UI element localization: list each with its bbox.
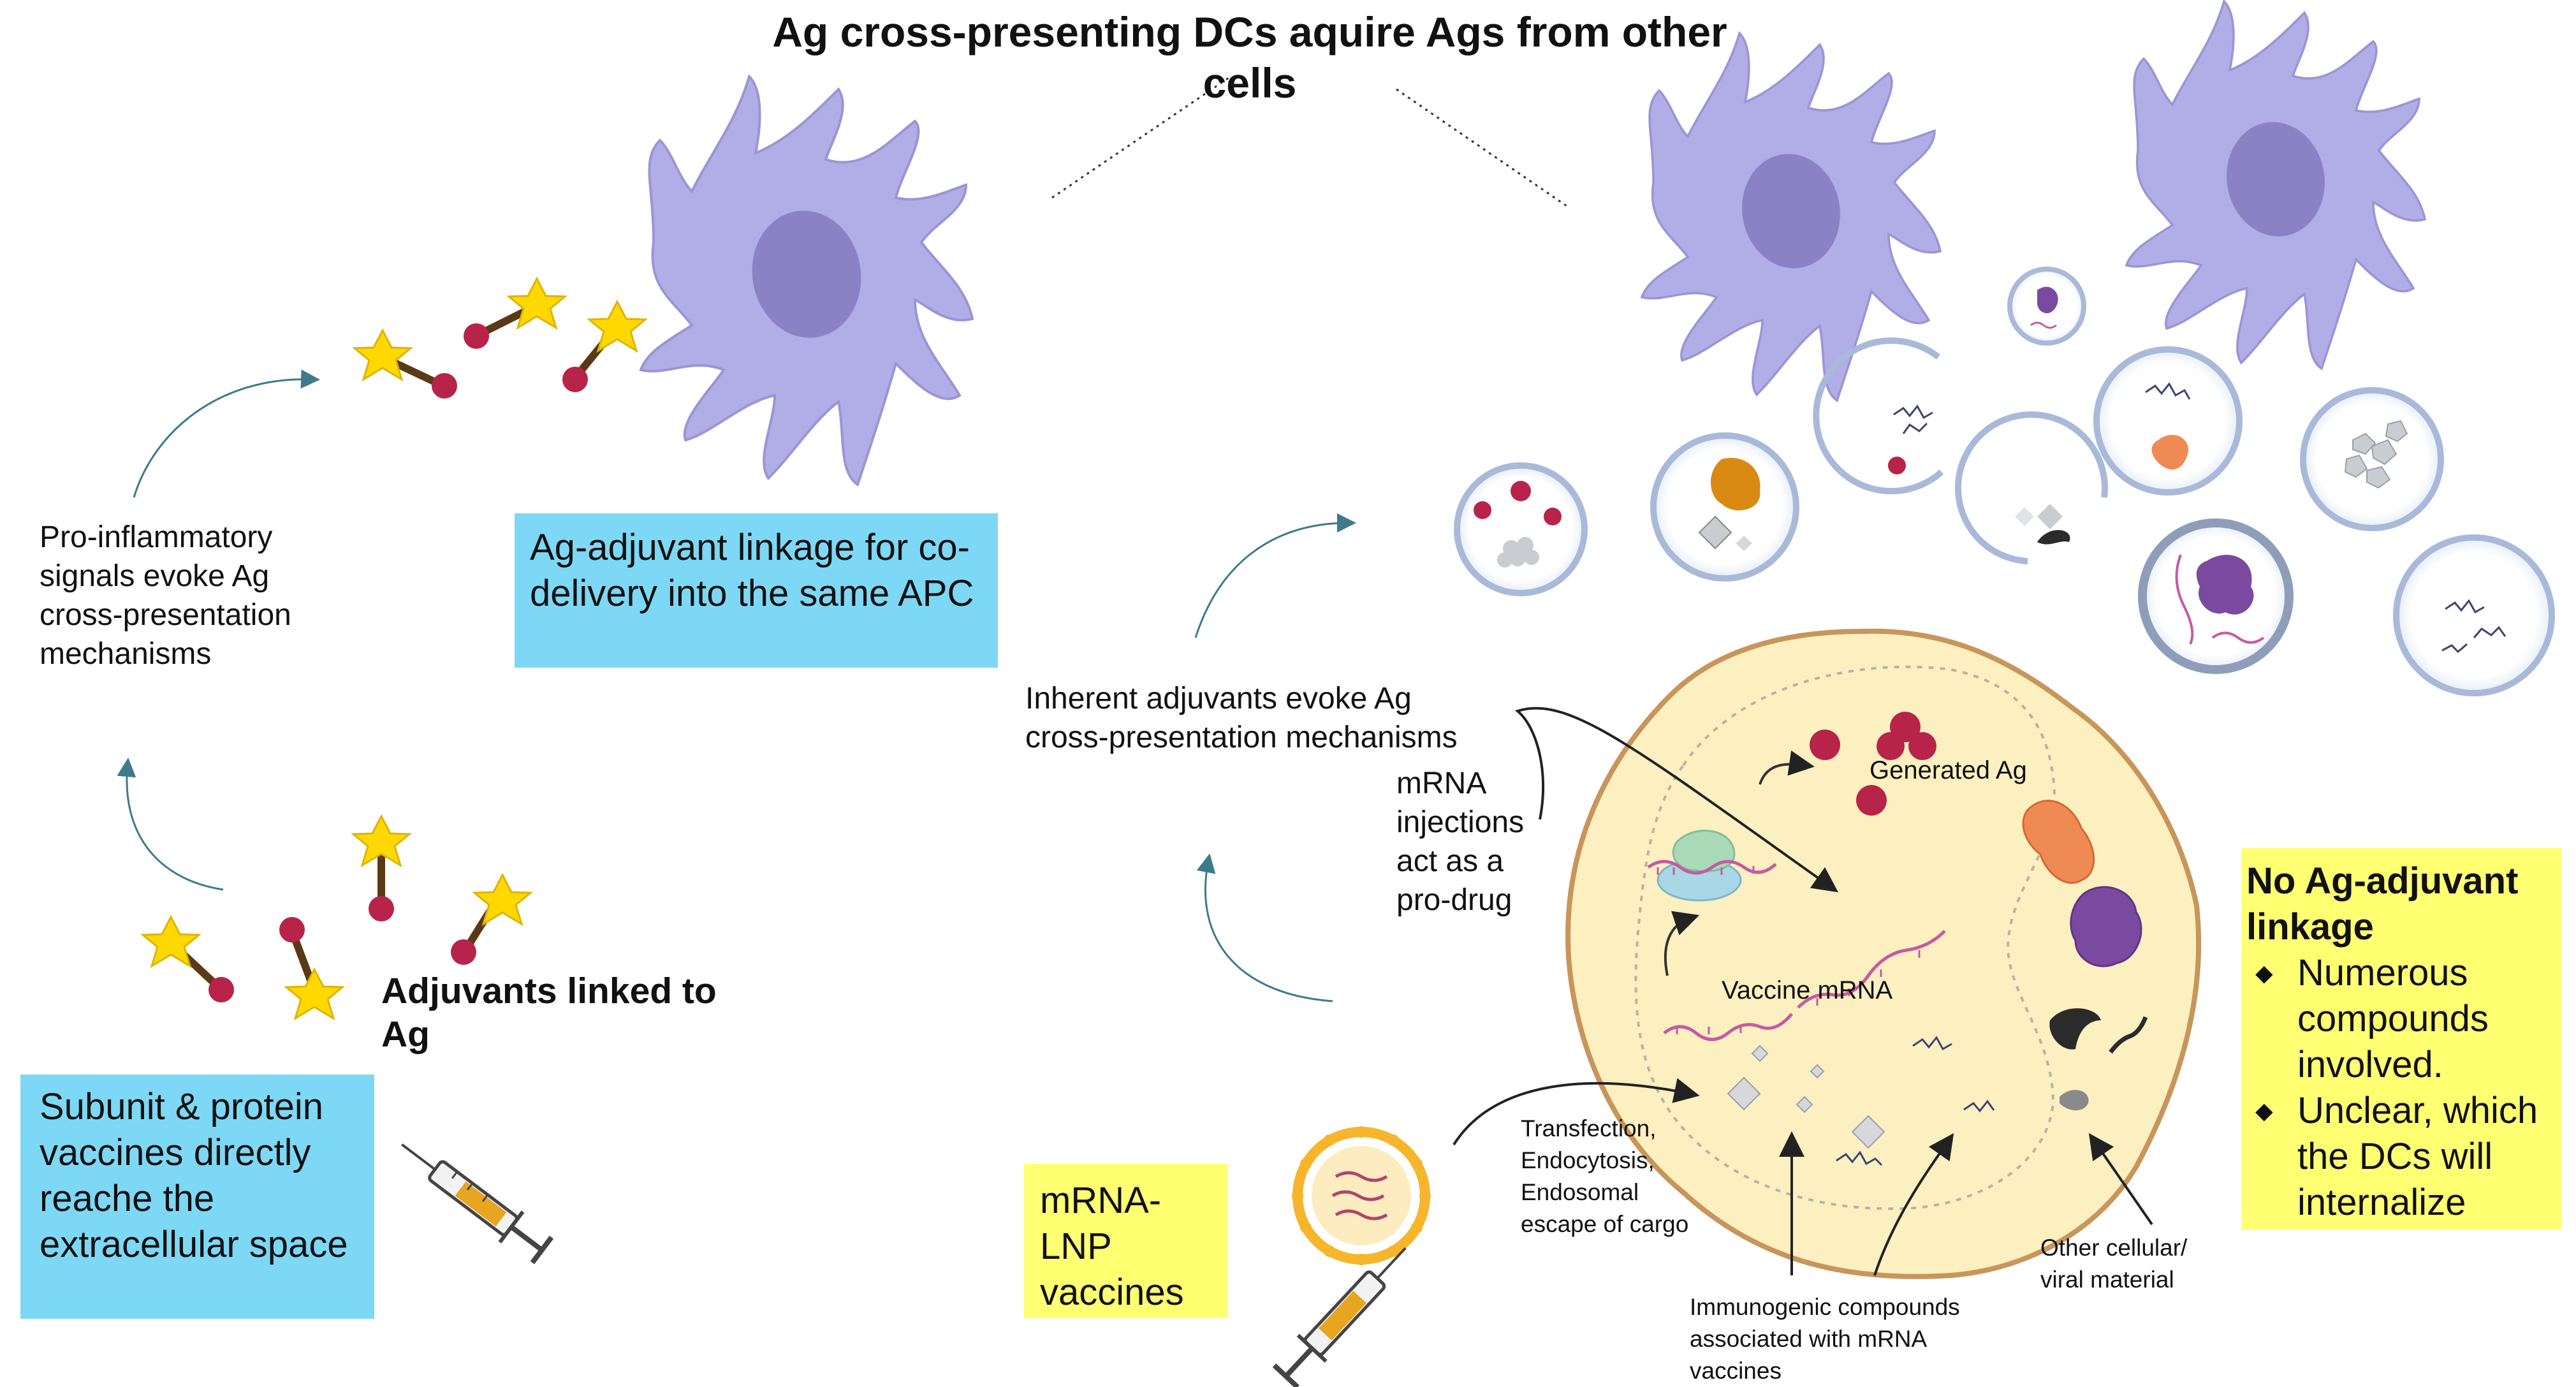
linkage-box: Ag-adjuvant linkage for co-delivery into… — [515, 513, 998, 668]
vaccine-mrna-label: Vaccine mRNA — [1722, 976, 1893, 1004]
vesicles-group — [1454, 267, 2555, 696]
subunit-vaccine-text: Subunit & protein vaccines directly reac… — [40, 1086, 348, 1265]
adjuvants-linked-label: Adjuvants linked to Ag — [381, 971, 717, 1055]
cell-contents — [1647, 712, 2148, 1166]
dendritic-cell-icon — [2125, 0, 2427, 371]
linked-adjuvants-top — [351, 276, 648, 399]
pro-inflammatory-label: Pro-inflammatory signals evoke Ag cross-… — [40, 520, 291, 671]
lnp-vaccine-box: mRNA-LNP vaccines — [1024, 1164, 1228, 1318]
title-dotted-connectors — [1051, 75, 1569, 209]
vesicle-icon — [2007, 267, 2086, 346]
diagram-title: Ag cross-presenting DCs aquire Ags from … — [772, 8, 1727, 106]
vesicle-icon — [2393, 534, 2555, 696]
no-linkage-bullet: Unclear, which the DCs will internalize — [2246, 1088, 2556, 1226]
no-linkage-heading: No Ag-adjuvant linkage — [2246, 860, 2519, 948]
syringe-icon — [401, 1143, 554, 1265]
host-cell-icon — [1565, 628, 2202, 1279]
linked-adjuvants-bottom — [140, 814, 534, 1021]
immunogenic-compounds-label: Immunogenic compounds associated with mR… — [1690, 1294, 1960, 1384]
other-material-label: Other cellular/ viral material — [2040, 1235, 2188, 1293]
vesicle-icon — [2138, 518, 2294, 674]
inherent-adjuvants-label: Inherent adjuvants evoke Ag cross-presen… — [1025, 682, 1458, 754]
annotation-arrows — [1453, 707, 2153, 1276]
protein-icon — [2022, 800, 2095, 884]
transfection-label: Transfection, Endocytosis, Endosomal esc… — [1521, 1115, 1689, 1237]
vesicle-icon — [1813, 337, 1944, 495]
lipid-nanoparticle-icon — [1292, 1126, 1431, 1265]
protein-icon — [2070, 886, 2142, 967]
syringe-icon — [1272, 1247, 1407, 1387]
generated-ag-label: Generated Ag — [1870, 756, 2027, 784]
dendritic-cell-icon — [639, 74, 974, 487]
mrna-prodrug-label: mRNA injections act as a pro-drug — [1396, 767, 1525, 917]
no-linkage-box: No Ag-adjuvant linkage Numerous compound… — [2241, 848, 2561, 1229]
vesicle-icon — [2300, 387, 2444, 531]
vesicle-icon — [1650, 432, 1799, 582]
right-flow-arrows — [1194, 513, 1356, 1002]
vesicle-icon — [1955, 411, 2108, 564]
left-flow-arrows — [117, 369, 320, 891]
linkage-box-text: Ag-adjuvant linkage for co-delivery into… — [530, 527, 974, 614]
subunit-vaccine-box: Subunit & protein vaccines directly reac… — [20, 1075, 374, 1319]
dendritic-cell-icon — [1640, 31, 1942, 402]
no-linkage-bullets: Numerous compounds involved. Unclear, wh… — [2246, 950, 2556, 1226]
vesicle-icon — [2093, 346, 2243, 495]
vesicle-icon — [1454, 462, 1588, 596]
ribosome-icon — [1657, 830, 1742, 902]
lnp-vaccine-text: mRNA-LNP vaccines — [1040, 1180, 1184, 1313]
no-linkage-bullet: Numerous compounds involved. — [2246, 950, 2556, 1088]
